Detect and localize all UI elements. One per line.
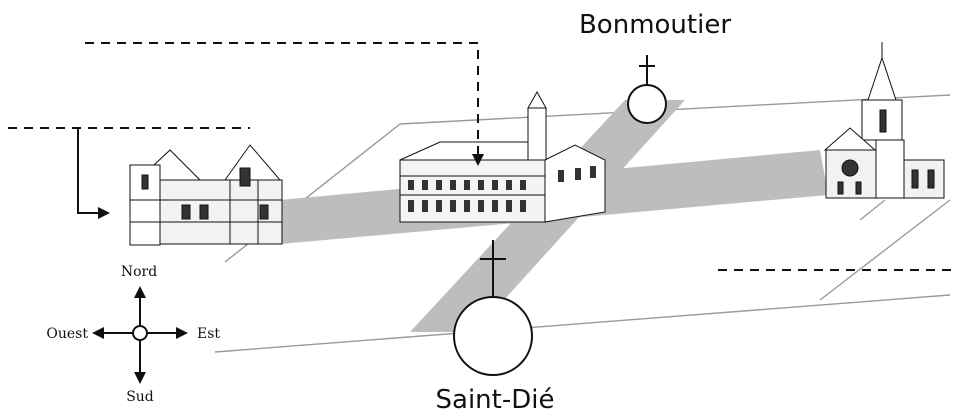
compass-south-label: Sud bbox=[126, 389, 154, 405]
leader-line-abbey bbox=[85, 42, 479, 158]
abbey-building-icon bbox=[399, 90, 606, 223]
bonmoutier-label: Bonmoutier bbox=[579, 10, 731, 40]
church-west-icon bbox=[129, 144, 283, 246]
arrowhead-church-west bbox=[98, 207, 110, 219]
north-arrow-icon bbox=[134, 286, 146, 298]
leader-lines bbox=[8, 42, 952, 271]
arrowhead-abbey bbox=[472, 154, 484, 166]
south-arrow-icon bbox=[134, 372, 146, 384]
west-arrow-icon bbox=[92, 327, 104, 339]
compass-east-label: Est bbox=[197, 326, 220, 342]
saint-die-marker bbox=[453, 240, 533, 376]
ground-plane bbox=[214, 94, 951, 353]
saint-die-label: Saint-Dié bbox=[436, 385, 555, 414]
bonmoutier-marker bbox=[627, 55, 667, 124]
cathedral-east-icon bbox=[823, 42, 945, 199]
east-arrow-icon bbox=[176, 327, 188, 339]
compass-arrows bbox=[102, 295, 178, 375]
compass-rose: Nord Sud Ouest Est bbox=[46, 264, 220, 405]
compass-north-label: Nord bbox=[121, 264, 157, 280]
compass-west-label: Ouest bbox=[46, 326, 88, 342]
